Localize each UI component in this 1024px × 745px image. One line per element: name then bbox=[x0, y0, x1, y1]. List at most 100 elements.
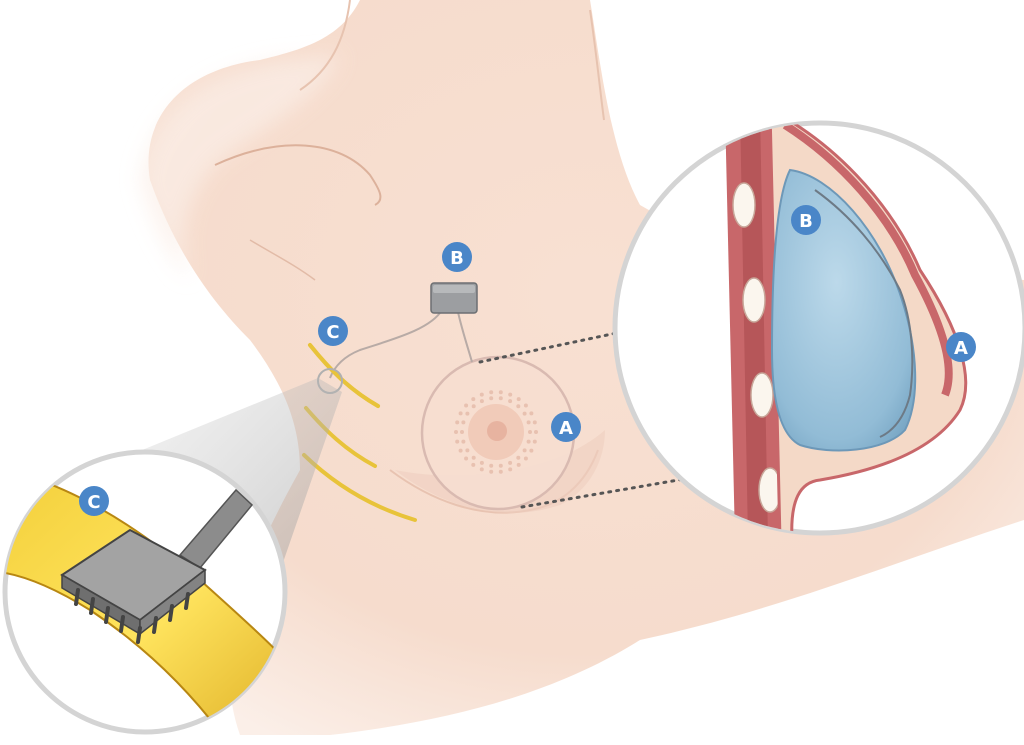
chip-pin bbox=[74, 588, 80, 606]
areola-dot bbox=[508, 399, 513, 404]
areola-dot bbox=[529, 448, 534, 453]
areola-dot bbox=[458, 448, 463, 453]
areola-dot bbox=[471, 462, 476, 467]
neck-line-right bbox=[589, 9, 605, 121]
areola-dot bbox=[508, 460, 513, 465]
nipple bbox=[487, 421, 507, 441]
areola-dot bbox=[498, 390, 503, 395]
chip-pin bbox=[136, 626, 142, 644]
label-circle bbox=[551, 412, 581, 442]
skin-muscle-layer bbox=[782, 123, 953, 397]
label-text: B bbox=[799, 211, 813, 232]
areola-dot bbox=[460, 430, 464, 434]
areola-dot bbox=[522, 411, 527, 416]
torso-skin bbox=[148, 0, 1024, 735]
label-main-a: A bbox=[551, 412, 581, 442]
areola-dot bbox=[532, 439, 537, 444]
areola-dot bbox=[489, 390, 494, 395]
label-text: B bbox=[450, 248, 464, 269]
areola-dot bbox=[455, 420, 460, 425]
shoulder-glow bbox=[140, 55, 340, 280]
areola-dot bbox=[489, 463, 494, 468]
sensor-inset bbox=[2, 449, 288, 735]
areola-dot bbox=[516, 404, 521, 409]
label-cross-b: B bbox=[791, 205, 821, 235]
areola-dots bbox=[454, 390, 538, 474]
ribs bbox=[732, 182, 782, 513]
areola-dot bbox=[465, 448, 470, 453]
areola-dot bbox=[464, 456, 469, 461]
areola-dot bbox=[508, 392, 513, 397]
areola-dot bbox=[465, 411, 470, 416]
areola-dot bbox=[479, 399, 484, 404]
device-wires bbox=[329, 309, 473, 379]
areola-dot bbox=[516, 397, 521, 402]
areola-dot bbox=[461, 439, 466, 444]
areola-dot bbox=[498, 469, 503, 474]
label-main-b: B bbox=[442, 242, 472, 272]
label-text: A bbox=[954, 338, 968, 359]
rib bbox=[750, 372, 774, 418]
areola-dot bbox=[522, 448, 527, 453]
chip bbox=[60, 528, 207, 644]
areola-dot bbox=[526, 420, 531, 425]
label-cross-a: A bbox=[946, 332, 976, 362]
areola-dot bbox=[479, 460, 484, 465]
areola-dot bbox=[516, 455, 521, 460]
areola-dot bbox=[471, 404, 476, 409]
torso bbox=[140, 0, 1024, 735]
wire-to-implant bbox=[457, 311, 473, 363]
label-text: C bbox=[87, 492, 100, 513]
label-circle bbox=[791, 205, 821, 235]
clavicle-line bbox=[214, 144, 382, 206]
label-circle bbox=[79, 486, 109, 516]
neck-line bbox=[299, 0, 351, 91]
areola-dot bbox=[455, 439, 460, 444]
label-text: C bbox=[326, 322, 339, 343]
chip-pin bbox=[119, 615, 125, 633]
chip-pin bbox=[104, 606, 110, 624]
areola-dot bbox=[471, 397, 476, 402]
chip-pin bbox=[184, 592, 190, 610]
areola-dot bbox=[498, 463, 503, 468]
areola-dot bbox=[498, 396, 503, 401]
label-circle bbox=[946, 332, 976, 362]
device-box-top bbox=[433, 285, 475, 293]
areola-dot bbox=[523, 456, 528, 461]
label-circle bbox=[318, 316, 348, 346]
areola-dot bbox=[489, 469, 494, 474]
electrode-wire bbox=[814, 189, 914, 438]
areola-dot bbox=[454, 430, 458, 434]
rib bbox=[732, 182, 756, 228]
label-text: A bbox=[559, 418, 573, 439]
wire-to-sensor bbox=[329, 309, 443, 379]
areola-dot bbox=[534, 430, 538, 434]
areola-dot bbox=[479, 392, 484, 397]
breast-shadow bbox=[395, 430, 605, 513]
areola-dot bbox=[458, 411, 463, 416]
areola-dot bbox=[508, 467, 513, 472]
breast bbox=[420, 355, 576, 511]
areola-dot bbox=[464, 403, 469, 408]
areola-dot bbox=[516, 462, 521, 467]
areola-dot bbox=[529, 411, 534, 416]
chip-pin bbox=[152, 616, 158, 634]
cross-section-inset bbox=[612, 120, 1024, 536]
chip-pin bbox=[168, 604, 174, 622]
label-main-c: C bbox=[318, 316, 348, 346]
areola-dot bbox=[532, 420, 537, 425]
chip-pins bbox=[74, 588, 190, 644]
areola-dot bbox=[489, 396, 494, 401]
areola-dot bbox=[471, 455, 476, 460]
areola-dot bbox=[479, 467, 484, 472]
areola-dot bbox=[461, 420, 466, 425]
implant bbox=[770, 168, 917, 452]
areola-dot bbox=[528, 430, 532, 434]
chip-pin bbox=[89, 597, 95, 615]
label-circle bbox=[442, 242, 472, 272]
areola-dot bbox=[526, 439, 531, 444]
areola-dot bbox=[523, 403, 528, 408]
label-inset-c: C bbox=[79, 486, 109, 516]
